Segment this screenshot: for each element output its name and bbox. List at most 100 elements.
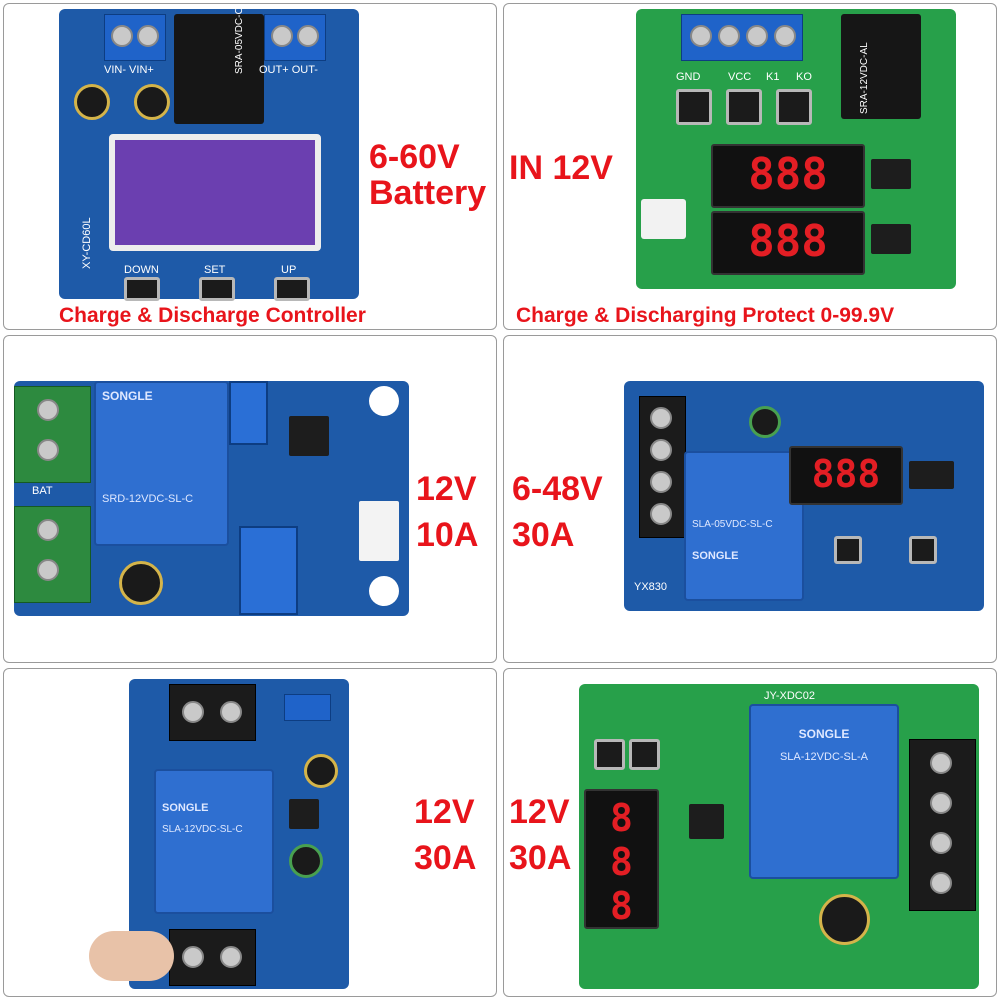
relay: SONGLE SLA-12VDC-SL-C xyxy=(154,769,274,914)
relay-model-label: SRD-12VDC-SL-C xyxy=(102,493,194,505)
relay: SLA-05VDC-SL-C SONGLE xyxy=(684,451,804,601)
screw-icon xyxy=(182,946,204,968)
panel-bottom-left: SONGLE SLA-12VDC-SL-C 12V 30A xyxy=(3,668,497,997)
spec-label: 12V 30A xyxy=(414,789,476,881)
screw-icon xyxy=(220,701,242,723)
capacitor xyxy=(304,754,338,788)
screw-icon xyxy=(650,471,672,493)
screw-icon xyxy=(111,25,133,47)
ko-label: KO xyxy=(796,71,812,83)
pcb-board: SLA-05VDC-SL-C SONGLE YX830 888 xyxy=(624,381,984,611)
chip xyxy=(871,159,911,189)
push-button xyxy=(726,89,762,125)
input-terminal xyxy=(284,694,331,721)
vin-label: VIN- VIN+ xyxy=(104,64,154,76)
screw-icon xyxy=(297,25,319,47)
screw-icon xyxy=(650,503,672,525)
connector xyxy=(641,199,686,239)
push-button xyxy=(594,739,625,770)
model-label: JY-XDC02 xyxy=(764,690,815,702)
set-label: SET xyxy=(204,264,226,276)
spec-current: 30A xyxy=(414,839,477,877)
capacitor xyxy=(289,844,323,878)
spec-label: 12V 10A xyxy=(416,466,478,558)
battery-terminal xyxy=(14,386,91,483)
relay-model-label: SLA-05VDC-SL-C xyxy=(692,519,773,530)
spec-voltage: 12V xyxy=(416,470,477,508)
chip xyxy=(289,799,319,829)
panel-top-right: IN 12V SRA-12VDC-AL GND VCC K1 KO 888 88… xyxy=(503,3,997,330)
spec-type: Battery xyxy=(369,174,487,212)
bat-label: BAT xyxy=(32,485,53,497)
model-label: XY-CD60L xyxy=(81,217,93,269)
panel-mid-left: BAT SONGLE SRD-12VDC-SL-C 12V 10A xyxy=(3,335,497,663)
down-button xyxy=(124,277,160,301)
seven-segment-display: 888 xyxy=(711,211,865,275)
screw-icon xyxy=(930,832,952,854)
spec-label: 6-48V 30A xyxy=(512,466,603,558)
relay-model-label: SLA-12VDC-SL-C xyxy=(162,824,243,835)
up-button xyxy=(274,277,310,301)
gnd-label: GND xyxy=(676,71,701,83)
spec-voltage: 12V xyxy=(414,793,475,831)
relay: SONGLE SLA-12VDC-SL-A xyxy=(749,704,899,879)
lcd-display xyxy=(109,134,321,251)
up-label: UP xyxy=(281,264,297,276)
mounting-hole xyxy=(369,386,399,416)
seven-segment-display: 888 xyxy=(789,446,903,505)
screw-icon xyxy=(137,25,159,47)
chip xyxy=(871,224,911,254)
capacitor xyxy=(749,406,781,438)
input-terminal xyxy=(104,14,166,61)
screw-icon xyxy=(182,701,204,723)
seven-segment-display: 888 xyxy=(711,144,865,208)
spec-label: 12V 30A xyxy=(509,789,571,881)
spec-current: 30A xyxy=(509,839,572,877)
terminal-block xyxy=(681,14,803,61)
relay-brand: SONGLE xyxy=(162,802,209,814)
screw-icon xyxy=(650,439,672,461)
screw-icon xyxy=(774,25,796,47)
spec-label: 6-60V Battery xyxy=(369,139,486,211)
chip xyxy=(289,416,329,456)
relay: SRA-12VDC-AL xyxy=(841,14,921,119)
terminal-block xyxy=(169,929,256,986)
vcc-label: VCC xyxy=(728,71,752,83)
chip xyxy=(909,461,954,489)
relay-brand: SONGLE xyxy=(798,727,850,741)
model-label: YX830 xyxy=(634,581,668,593)
spec-current: 10A xyxy=(416,516,479,554)
screw-icon xyxy=(690,25,712,47)
screw-icon xyxy=(37,519,59,541)
terminal-block xyxy=(909,739,976,911)
screw-icon xyxy=(930,792,952,814)
terminal-block xyxy=(639,396,686,538)
screw-icon xyxy=(746,25,768,47)
hand xyxy=(89,931,174,981)
relay-brand: SONGLE xyxy=(102,389,153,403)
out-label: OUT+ OUT- xyxy=(259,64,318,76)
screw-icon xyxy=(37,439,59,461)
potentiometer xyxy=(229,381,268,445)
capacitor xyxy=(119,561,163,605)
capacitor xyxy=(819,894,870,945)
screw-icon xyxy=(37,399,59,421)
panel-mid-right: 6-48V 30A SLA-05VDC-SL-C SONGLE YX830 88… xyxy=(503,335,997,663)
relay: SONGLE SRD-12VDC-SL-C xyxy=(94,381,229,546)
pcb-board: SRA-05VDC-CL VIN- VIN+ OUT+ OUT- XY-CD60… xyxy=(59,4,359,301)
output-terminal xyxy=(14,506,91,603)
spec-label: IN 12V xyxy=(509,149,613,187)
screw-icon xyxy=(220,946,242,968)
potentiometer xyxy=(239,526,298,615)
relay-brand: SONGLE xyxy=(692,550,739,562)
output-terminal xyxy=(264,14,326,61)
screw-icon xyxy=(271,25,293,47)
screw-icon xyxy=(930,752,952,774)
capacitor xyxy=(74,84,110,120)
relay-model-label: SRA-12VDC-AL xyxy=(859,42,870,114)
relay-model-label: SLA-12VDC-SL-A xyxy=(779,751,869,763)
screw-icon xyxy=(650,407,672,429)
